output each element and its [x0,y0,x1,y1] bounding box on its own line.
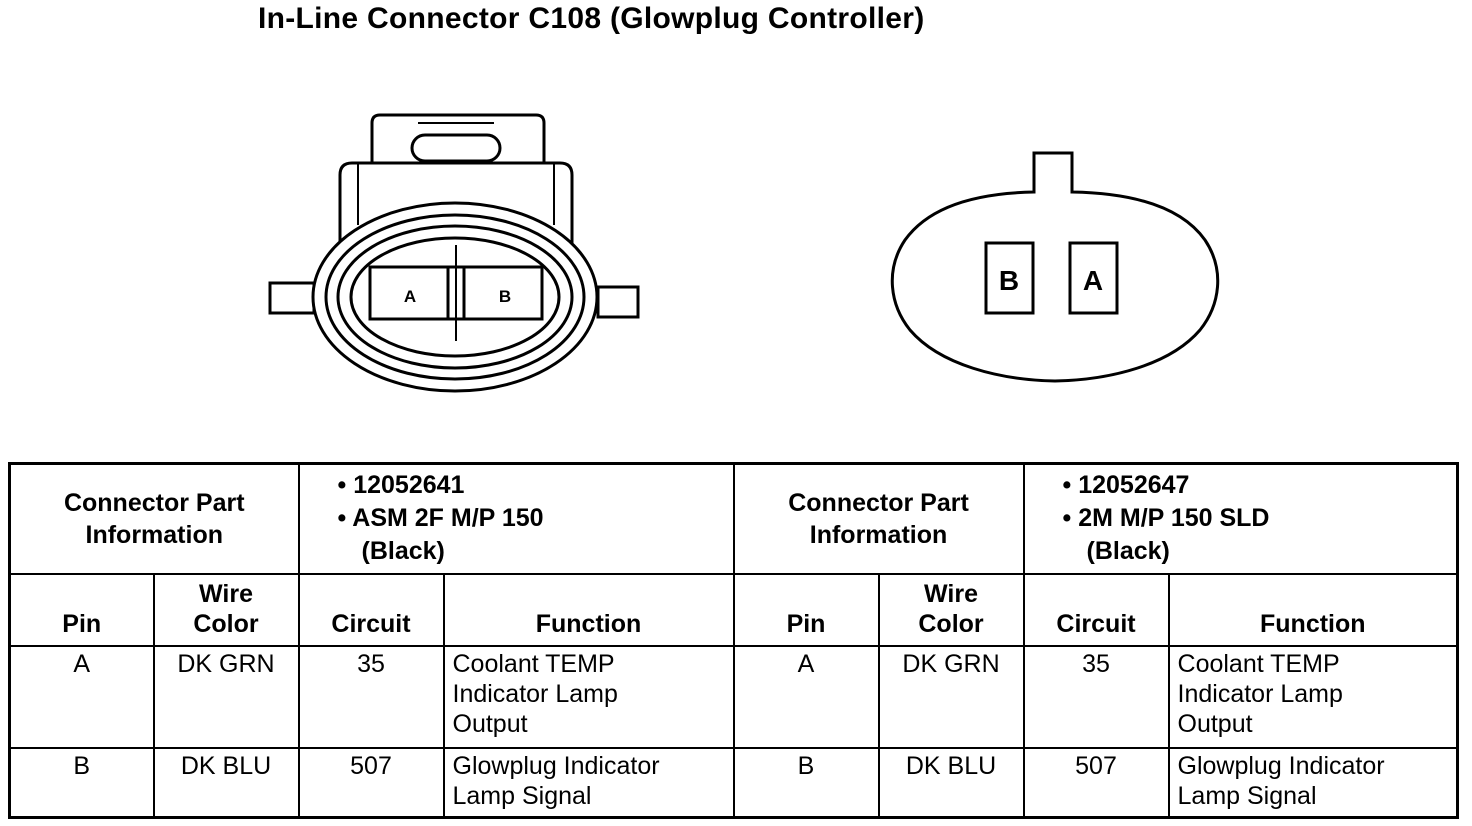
function-line: Lamp Signal [1177,781,1317,810]
right-cavity-b-label: B [999,265,1019,296]
left-part-numbers: • 12052641 • ASM 2F M/P 150 (Black) [297,462,735,575]
part-info-line: Connector Part [788,488,969,517]
col-circuit: Circuit [297,572,445,647]
function-line: Output [1177,709,1253,738]
function-cell: Coolant TEMP Indicator Lamp Output [1167,644,1459,749]
col-function: Function [1167,572,1459,647]
part-info-line: Connector Part [63,488,245,517]
left-part-info-label: Connector Part Information [8,462,300,575]
circuit-cell: 35 [1022,644,1170,749]
col-pin: Pin [732,572,880,647]
wire-color-cell: DK BLU [877,746,1025,819]
part-info-line: Information [809,520,948,549]
function-line: Coolant TEMP [1177,649,1340,678]
function-line: Output [452,709,528,738]
table-row: B DK BLU 507 Glowplug Indicator Lamp Sig… [8,746,1459,819]
function-line: Indicator Lamp [452,679,618,708]
left-part-description: • ASM 2F M/P 150 [337,504,544,533]
right-part-numbers: • 12052647 • 2M M/P 150 SLD (Black) [1022,462,1459,575]
left-cavity-a-label: A [404,287,416,306]
pin-cell: A [732,644,880,749]
pin-cell: B [732,746,880,819]
col-wire-line: Color [193,609,259,638]
left-part-color: (Black) [361,537,445,566]
circuit-cell: 507 [297,746,445,819]
right-part-info-label: Connector Part Information [732,462,1025,575]
function-line: Glowplug Indicator [452,751,660,780]
wire-color-cell: DK BLU [152,746,300,819]
col-function: Function [442,572,735,647]
left-part-number: • 12052641 [337,471,465,500]
right-cavity-a-label: A [1083,265,1103,296]
right-part-color: (Black) [1086,537,1170,566]
table-row: A DK GRN 35 Coolant TEMP Indicator Lamp … [8,644,1459,749]
right-part-number: • 12052647 [1062,471,1190,500]
col-wire-color: Wire Color [877,572,1025,647]
wire-color-cell: DK GRN [152,644,300,749]
col-circuit: Circuit [1022,572,1170,647]
pin-cell: A [8,644,155,749]
part-info-row: Connector Part Information • 12052641 • … [8,462,1459,575]
col-wire-line: Wire [924,579,978,608]
function-cell: Glowplug Indicator Lamp Signal [442,746,735,819]
circuit-cell: 35 [297,644,445,749]
column-header-row: Pin Wire Color Circuit Function Pin Wire… [8,572,1459,647]
right-part-description: • 2M M/P 150 SLD [1062,504,1270,533]
circuit-cell: 507 [1022,746,1170,819]
right-connector-drawing: B A [890,151,1220,383]
function-line: Coolant TEMP [452,649,615,678]
diagram-title: In-Line Connector C108 (Glowplug Control… [258,2,925,35]
col-wire-line: Color [918,609,984,638]
col-wire-color: Wire Color [152,572,300,647]
left-cavity-b-label: B [499,287,511,306]
wire-color-cell: DK GRN [877,644,1025,749]
part-info-line: Information [85,520,224,549]
pin-cell: B [8,746,155,819]
function-line: Glowplug Indicator [1177,751,1385,780]
pinout-table: Connector Part Information • 12052641 • … [8,462,1460,819]
function-cell: Glowplug Indicator Lamp Signal [1167,746,1459,819]
function-line: Indicator Lamp [1177,679,1343,708]
col-wire-line: Wire [199,579,253,608]
function-cell: Coolant TEMP Indicator Lamp Output [442,644,735,749]
function-line: Lamp Signal [452,781,592,810]
left-connector-drawing: A B [268,113,640,393]
col-pin: Pin [8,572,155,647]
